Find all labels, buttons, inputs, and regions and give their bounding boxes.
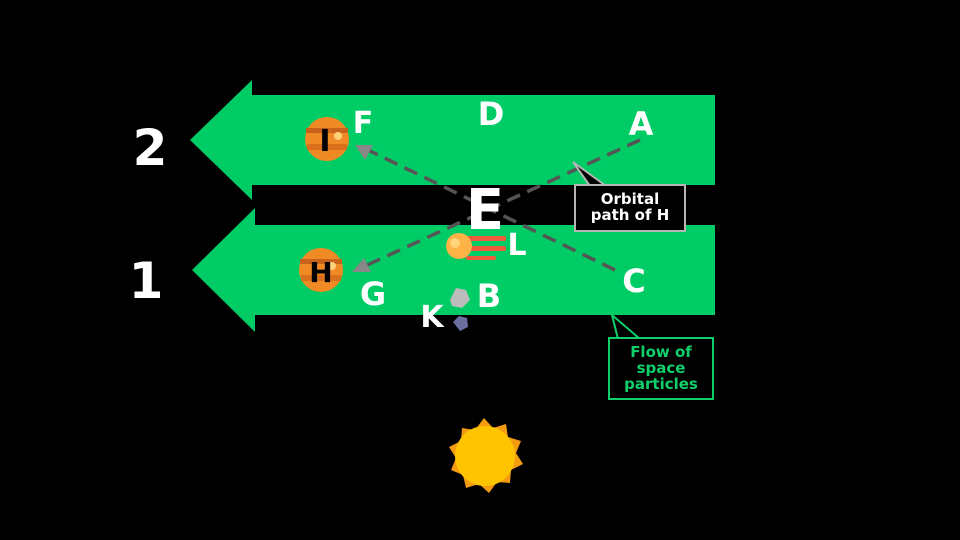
label-b: B <box>477 277 501 315</box>
label-f: F <box>353 106 374 141</box>
flow-callout-line-1: Flow of <box>630 343 692 361</box>
label-g: G <box>360 275 386 313</box>
flow-callout-line-3: particles <box>624 375 698 393</box>
gas-giant-icon <box>299 248 343 292</box>
orbital-callout-line-1: Orbital <box>600 190 660 208</box>
flow-callout-pointer <box>610 312 643 340</box>
orbital-path-callout: Orbital path of H <box>574 184 686 232</box>
label-e: E <box>466 178 504 243</box>
asteroid-icon <box>450 288 470 331</box>
planet-letter-lower: H <box>309 256 332 289</box>
sun-icon <box>449 418 523 493</box>
flow-callout-line-2: space <box>636 359 686 377</box>
gas-giant-icon <box>305 117 349 161</box>
label-k: K <box>420 300 445 335</box>
label-c: C <box>622 262 645 300</box>
orbit-arrowhead-lower <box>352 258 371 272</box>
arrow-number-lower: 1 <box>129 252 164 310</box>
label-l: L <box>507 228 526 263</box>
flow-callout: Flow of space particles <box>608 337 714 400</box>
arrow-number-upper: 2 <box>133 119 168 177</box>
orbit-arrowhead-upper <box>355 145 373 160</box>
flow-arrow-lower <box>192 208 715 332</box>
orbit-path-line-2 <box>367 148 616 272</box>
orbital-callout-line-2: path of H <box>590 206 670 224</box>
planet-letter-upper: I <box>319 124 330 159</box>
label-a: A <box>629 105 654 143</box>
label-d: D <box>478 95 505 133</box>
comet-icon <box>446 233 506 260</box>
orbit-path-line-1 <box>364 138 641 268</box>
